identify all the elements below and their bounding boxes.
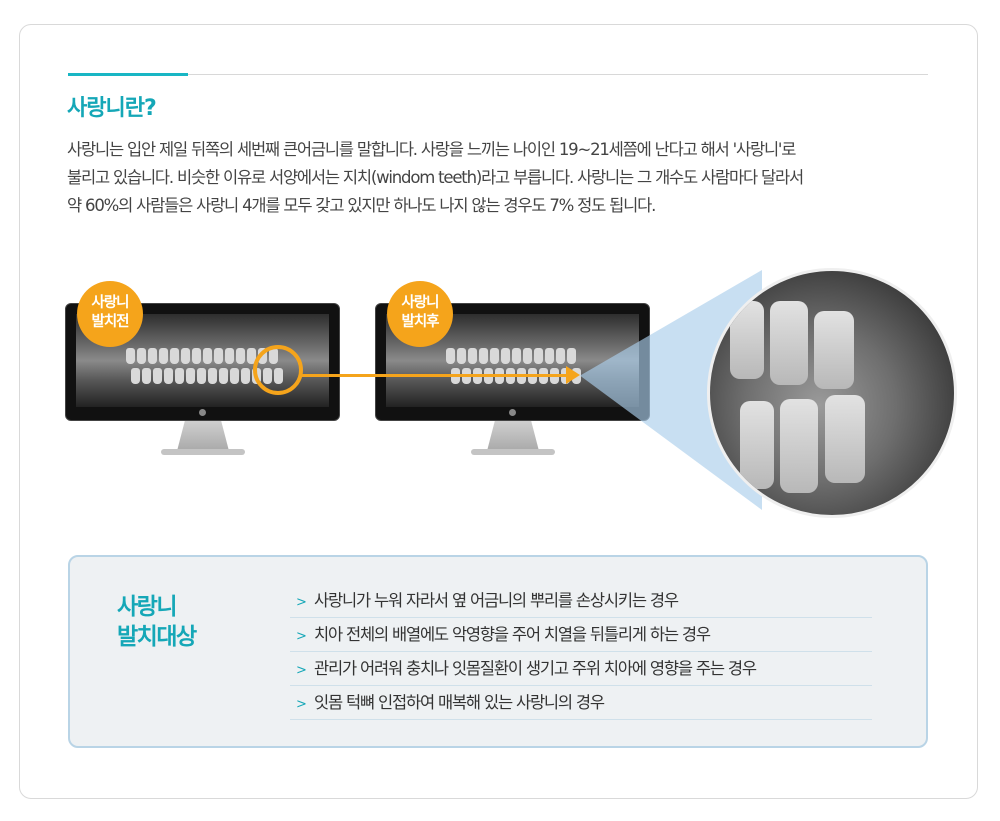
apple-logo-icon <box>199 409 206 416</box>
list-item: > 사랑니가 누워 자라서 옆 어금니의 뿌리를 손상시키는 경우 <box>290 584 872 618</box>
list-item: > 잇몸 턱뼈 인접하여 매복해 있는 사랑니의 경우 <box>290 686 872 720</box>
badge-line: 발치후 <box>401 314 439 330</box>
top-divider <box>68 74 928 75</box>
section-description: 사랑니는 입안 제일 뒤쪽의 세번째 큰어금니를 말합니다. 사랑을 느끼는 나… <box>67 136 947 220</box>
chevron-right-icon: > <box>296 697 307 712</box>
list-item-text: 관리가 어려워 충치나 잇몸질환이 생기고 주위 치아에 영향을 주는 경우 <box>314 659 757 678</box>
description-line: 불리고 있습니다. 비슷한 이유로 서양에서는 지치(windom teeth)… <box>67 168 804 187</box>
list-item-text: 사랑니가 누워 자라서 옆 어금니의 뿌리를 손상시키는 경우 <box>314 591 679 610</box>
badge-line: 발치전 <box>91 314 129 330</box>
monitor-stand <box>487 421 539 451</box>
title-line: 발치대상 <box>117 624 197 650</box>
before-extraction-badge: 사랑니 발치전 <box>77 281 143 347</box>
extraction-targets-title: 사랑니 발치대상 <box>117 592 197 652</box>
apple-logo-icon <box>509 409 516 416</box>
badge-line: 사랑니 <box>401 295 439 311</box>
list-item-text: 치아 전체의 배열에도 악영향을 주어 치열을 뒤틀리게 하는 경우 <box>314 625 711 644</box>
arrow-right-icon <box>566 366 580 384</box>
chevron-right-icon: > <box>296 595 307 610</box>
chevron-right-icon: > <box>296 663 307 678</box>
top-accent-bar <box>68 73 188 76</box>
monitor-foot <box>161 449 245 455</box>
section-title: 사랑니란? <box>67 96 157 121</box>
description-line: 약 60%의 사람들은 사랑니 4개를 모두 갖고 있지만 하나도 나지 않는 … <box>67 196 656 215</box>
description-line: 사랑니는 입안 제일 뒤쪽의 세번째 큰어금니를 말합니다. 사랑을 느끼는 나… <box>67 140 796 159</box>
monitor-stand <box>177 421 229 451</box>
zoomed-xray-detail <box>707 268 957 518</box>
chevron-right-icon: > <box>296 629 307 644</box>
title-line: 사랑니 <box>117 594 177 620</box>
list-item: > 치아 전체의 배열에도 악영향을 주어 치열을 뒤틀리게 하는 경우 <box>290 618 872 652</box>
monitor-foot <box>471 449 555 455</box>
list-item: > 관리가 어려워 충치나 잇몸질환이 생기고 주위 치아에 영향을 주는 경우 <box>290 652 872 686</box>
extraction-targets-list: > 사랑니가 누워 자라서 옆 어금니의 뿌리를 손상시키는 경우 > 치아 전체의… <box>290 584 872 720</box>
list-item-text: 잇몸 턱뼈 인접하여 매복해 있는 사랑니의 경우 <box>314 693 605 712</box>
after-extraction-badge: 사랑니 발치후 <box>387 281 453 347</box>
arrow-line <box>300 374 568 377</box>
badge-line: 사랑니 <box>91 295 129 311</box>
wisdom-tooth-highlight-ring <box>253 345 303 395</box>
